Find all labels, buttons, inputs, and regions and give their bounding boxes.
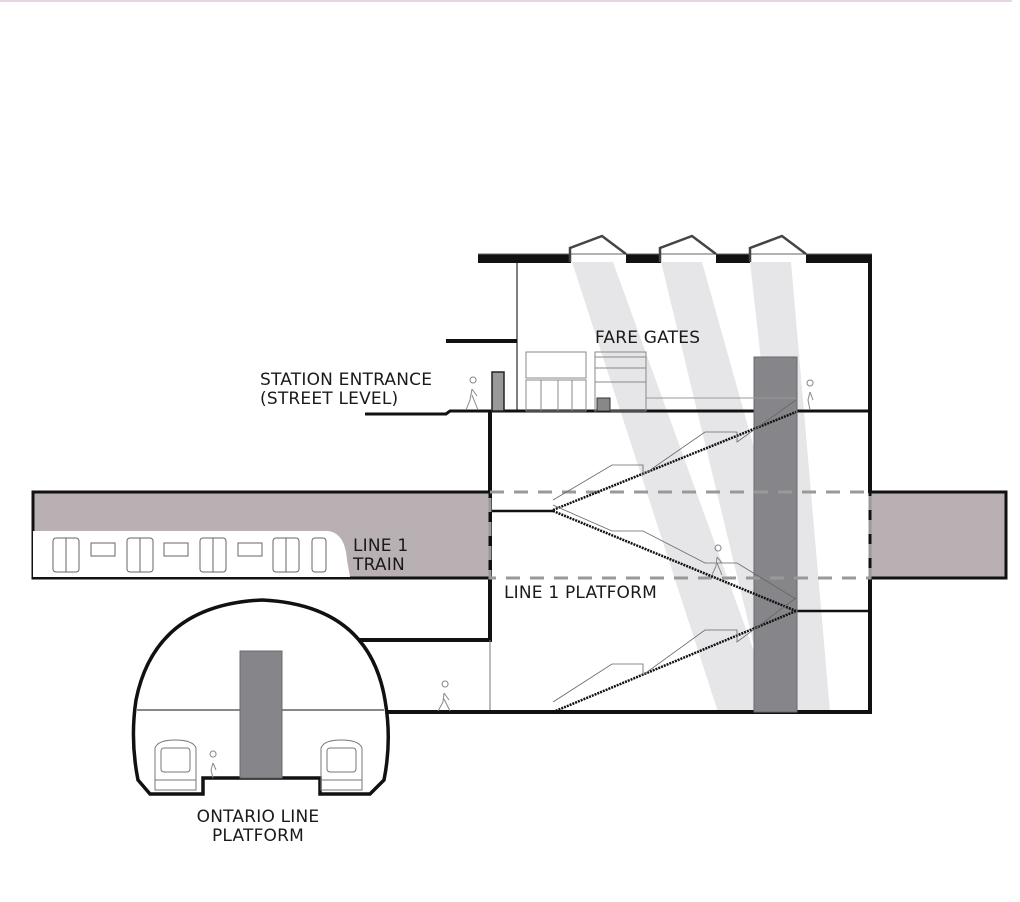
- line1-tunnel: [31, 490, 492, 580]
- stair-flight-1: [552, 399, 797, 512]
- stair-flight-2: [552, 504, 797, 613]
- street-level-label: (STREET LEVEL): [260, 389, 398, 409]
- line1-tunnel-right: [868, 490, 1008, 580]
- ontario-line-label: ONTARIO LINE: [197, 807, 320, 827]
- pedestrian-icon: [209, 376, 814, 779]
- fare-gates-label: FARE GATES: [595, 328, 700, 348]
- fare-gates: [525, 351, 796, 412]
- station-entrance-label: STATION ENTRANCE: [260, 370, 432, 390]
- ontario-line-tunnel: [131, 598, 391, 796]
- entrance-column: [491, 371, 505, 412]
- subway-car-front-icon: [154, 739, 363, 791]
- station-walls: [358, 256, 872, 714]
- ontario-elevator-shaft: [239, 650, 283, 779]
- light-beam-1: [572, 262, 776, 712]
- train-label: TRAIN: [352, 555, 405, 575]
- ontario-platform-label: PLATFORM: [212, 826, 304, 846]
- roof: [478, 234, 872, 263]
- line1-train-body: [33, 531, 350, 577]
- line1-train-windows: [90, 542, 263, 557]
- elevator-shaft: [753, 356, 798, 713]
- line1-platform-label: LINE 1 PLATFORM: [504, 583, 657, 603]
- line1-train-label: LINE 1: [353, 536, 408, 556]
- line1-train-doors: [52, 537, 327, 573]
- stairs: [552, 399, 797, 714]
- skylight-icon: [568, 234, 807, 262]
- line1-platform-outline: [488, 490, 872, 580]
- stair-flight-3: [552, 597, 797, 714]
- top-border: [0, 0, 1012, 2]
